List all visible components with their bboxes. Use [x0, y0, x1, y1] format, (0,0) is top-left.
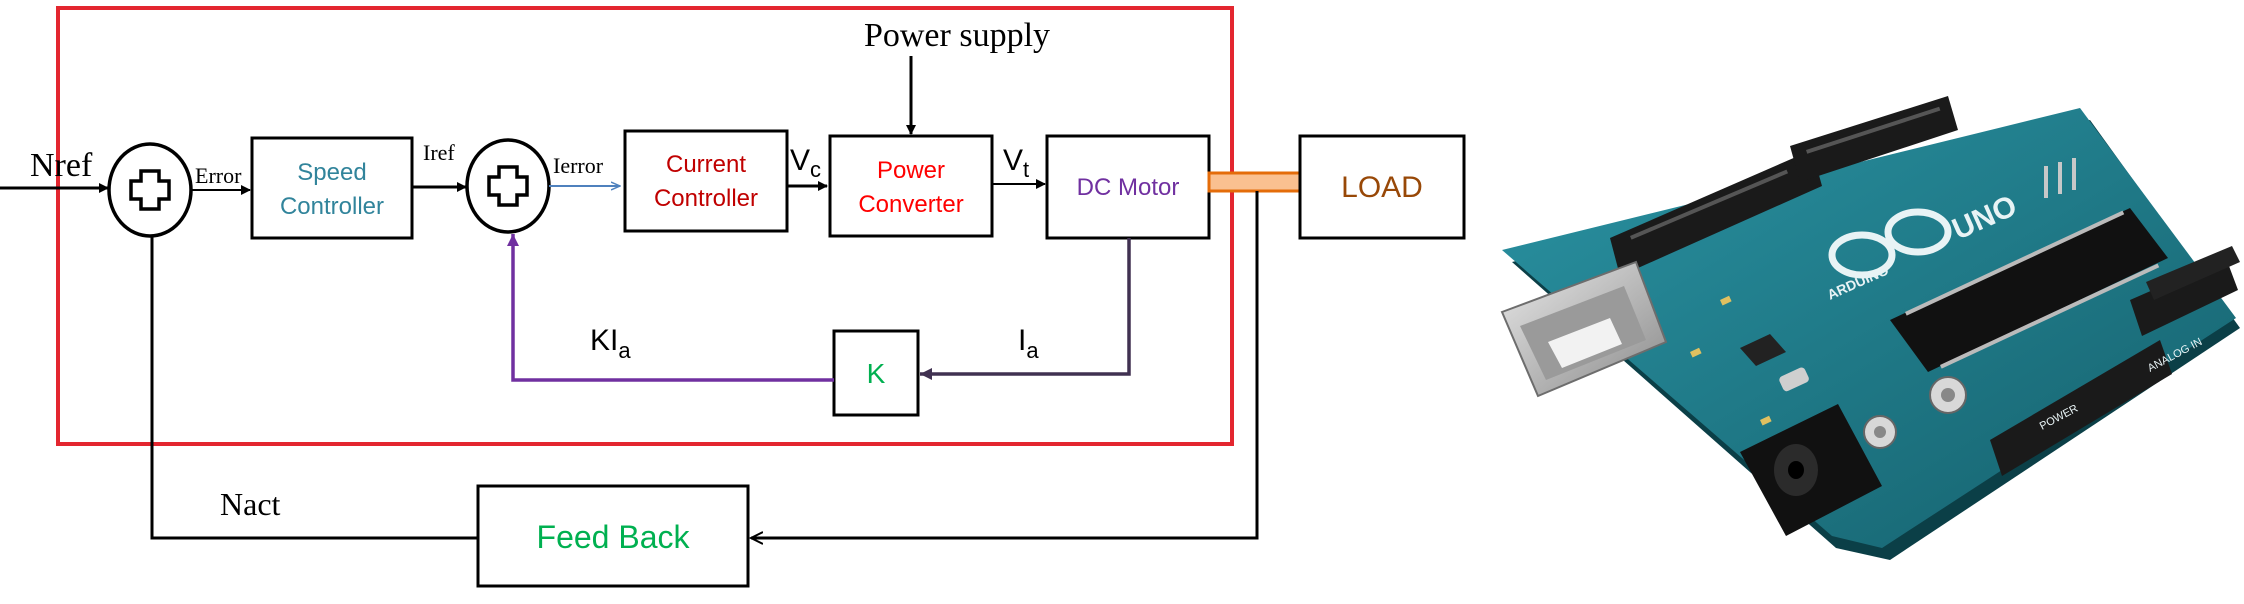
ierror-label: Ierror	[553, 153, 604, 178]
power-converter-line2: Converter	[858, 191, 963, 218]
nref-label: Nref	[30, 147, 93, 184]
feedback-block: Feed Back	[476, 484, 750, 588]
speed-controller-line1: Speed	[297, 159, 366, 186]
nact-feedback-line	[150, 236, 478, 540]
feedback-label: Feed Back	[537, 519, 691, 555]
dc-motor-block: DC Motor	[1045, 134, 1211, 240]
vt-label: Vt	[1003, 144, 1029, 182]
summing-junction-2	[465, 138, 551, 234]
speed-controller-line2: Controller	[280, 193, 384, 220]
arduino-logo-icon	[1828, 208, 1952, 279]
kia-feedback-line	[507, 234, 834, 382]
summing-junction-1	[107, 142, 193, 238]
plus-icon	[487, 165, 529, 207]
ia-label: Ia	[1018, 324, 1039, 363]
motor-load-coupling	[1207, 171, 1303, 193]
kia-label: KIa	[590, 324, 631, 363]
arduino-uno-board: ARDUINO UNO POWER ANALOG IN	[1500, 96, 2240, 560]
nact-label: Nact	[220, 486, 281, 522]
power-converter-line1: Power	[877, 157, 945, 184]
current-controller-line2: Controller	[654, 185, 758, 212]
plus-icon	[129, 169, 171, 211]
vc-label: Vc	[790, 144, 821, 182]
iref-label: Iref	[423, 140, 455, 165]
power-supply-label: Power supply	[864, 17, 1050, 54]
dc-motor-label: DC Motor	[1077, 174, 1180, 201]
speed-sense-line	[751, 191, 1259, 538]
power-converter-block: Power Converter	[828, 134, 994, 238]
k-gain-label: K	[867, 358, 886, 389]
load-label: LOAD	[1341, 171, 1423, 204]
current-controller-line1: Current	[666, 151, 746, 178]
error-label: Error	[195, 163, 242, 188]
current-controller-block: Current Controller	[623, 129, 789, 233]
control-system-frame	[56, 6, 1234, 446]
ia-feedback-line	[920, 238, 1131, 380]
load-block: LOAD	[1298, 134, 1466, 240]
k-gain-block: K	[832, 329, 920, 417]
speed-controller-block: Speed Controller	[250, 136, 414, 240]
